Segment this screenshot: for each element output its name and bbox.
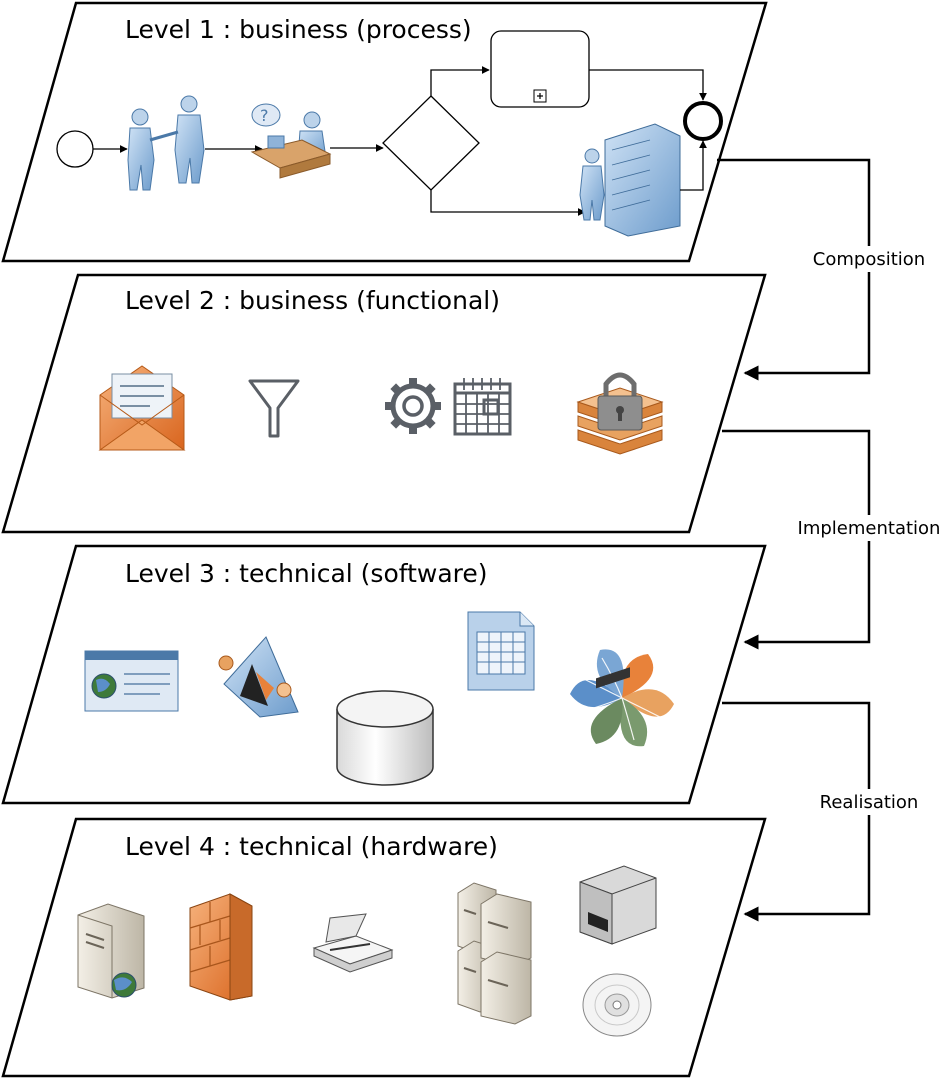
server-operator-icon (579, 123, 681, 237)
pinwheel-logo-icon (570, 649, 674, 747)
subprocess-icon (490, 30, 590, 108)
end-event-icon (683, 101, 723, 141)
server-cluster-icon (457, 882, 532, 1025)
level-3-plane: Level 3 : technical (software) (1, 544, 767, 805)
calendar-icon (453, 378, 512, 436)
tool-prism-icon (218, 636, 299, 718)
printer-icon (579, 667, 657, 945)
locked-database-icon (576, 372, 664, 455)
relation-composition: Composition (717, 158, 934, 381)
svg-text:?: ? (260, 106, 269, 125)
relation-label-realisation: Realisation (820, 792, 919, 813)
disc-icon (582, 973, 652, 1037)
relation-implementation: Implementation (722, 429, 950, 650)
gear-icon (385, 378, 441, 434)
relation-label-implementation: Implementation (798, 518, 941, 539)
spreadsheet-document-icon (467, 611, 535, 691)
funnel-filter-icon (248, 379, 300, 438)
help-desk-person-icon: ? (250, 103, 332, 179)
level-1-plane: Level 1 : business (process) ? (1, 1, 768, 263)
level-2-plane: Level 2 : business (functional) (1, 273, 767, 534)
level-4-plane: Level 4 : technical (hardware) (1, 667, 767, 1078)
level-3-title: Level 3 : technical (software) (125, 559, 488, 588)
web-server-icon (77, 903, 145, 999)
level-2-title: Level 2 : business (functional) (125, 286, 500, 315)
level-1-title: Level 1 : business (process) (125, 15, 472, 44)
handshake-people-icon (127, 95, 205, 191)
firewall-icon (189, 893, 253, 1001)
start-event-icon (56, 130, 94, 168)
scanner-icon (312, 913, 394, 973)
database-cylinder-icon (336, 690, 434, 786)
relation-realisation: Realisation (722, 701, 928, 922)
level-4-title: Level 4 : technical (hardware) (125, 832, 498, 861)
relation-label-composition: Composition (813, 249, 925, 270)
envelope-icon (98, 365, 186, 451)
web-app-window-icon (84, 650, 179, 712)
